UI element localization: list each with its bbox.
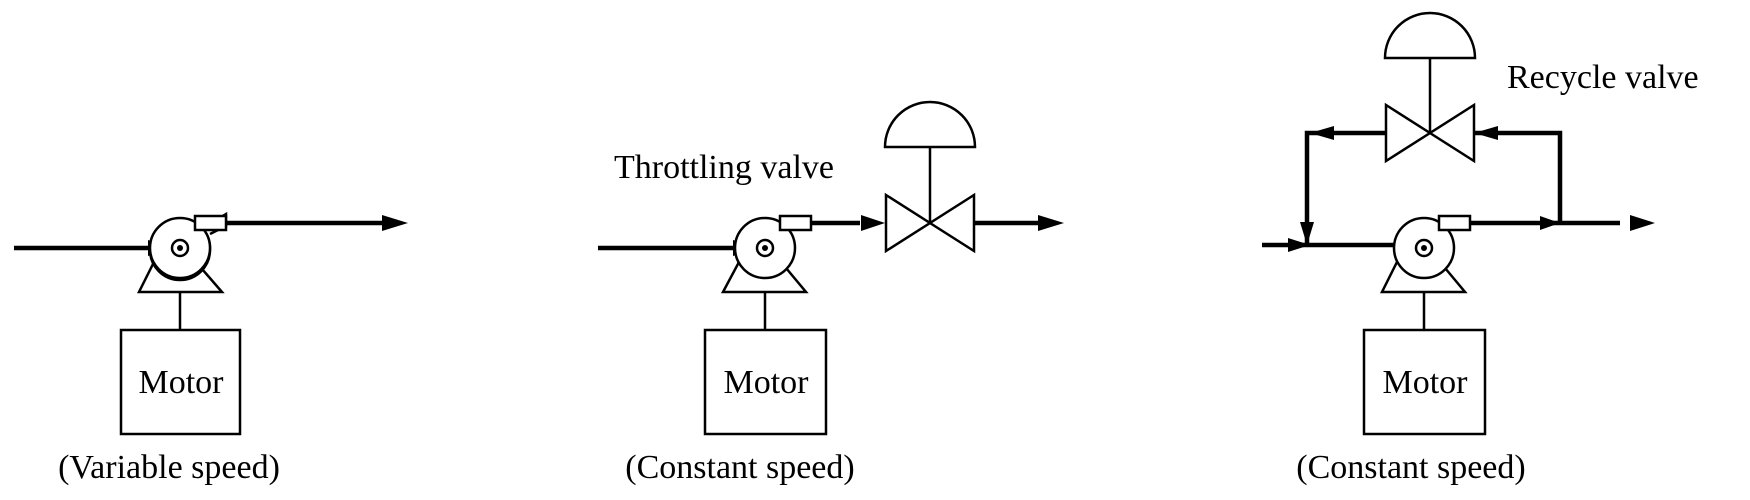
recycle-loop-left xyxy=(1304,130,1386,245)
outlet-arrow xyxy=(1630,215,1655,231)
motor-box xyxy=(703,328,828,436)
discharge-arrow xyxy=(1540,216,1560,230)
motor-label: Motor xyxy=(724,364,810,401)
recycle-arrow-down xyxy=(1300,222,1314,245)
caption: (Constant speed) xyxy=(625,449,854,486)
recycle-loop-right xyxy=(1475,130,1563,223)
caption: (Constant speed) xyxy=(1296,449,1525,486)
pump-icon xyxy=(1392,214,1472,280)
caption: (Variable speed) xyxy=(58,449,280,486)
panel-throttling-valve: Throttling valve Motor (Constant speed) xyxy=(598,100,1064,486)
valve-label: Recycle valve xyxy=(1507,59,1699,96)
panel-variable-speed: Motor (Variable speed) xyxy=(14,211,408,486)
valve-label: Throttling valve xyxy=(614,149,834,186)
recycle-arrow-left xyxy=(1310,126,1334,140)
panel-recycle-valve: Recycle valve Motor (Constant speed) xyxy=(1262,11,1699,486)
motor-box xyxy=(1362,328,1487,436)
motor-box xyxy=(119,328,242,436)
pump-icon xyxy=(733,214,813,280)
throttling-valve-icon xyxy=(883,100,977,254)
motor-label: Motor xyxy=(139,364,225,401)
outlet-arrow xyxy=(1038,215,1064,231)
pump-icon xyxy=(148,211,228,282)
inlet-arrow xyxy=(1288,238,1310,252)
discharge-arrow xyxy=(861,215,885,231)
recycle-arrow-right xyxy=(1474,126,1498,140)
recycle-valve-icon xyxy=(1383,11,1477,164)
outlet-arrow xyxy=(382,215,408,231)
motor-label: Motor xyxy=(1383,364,1469,401)
